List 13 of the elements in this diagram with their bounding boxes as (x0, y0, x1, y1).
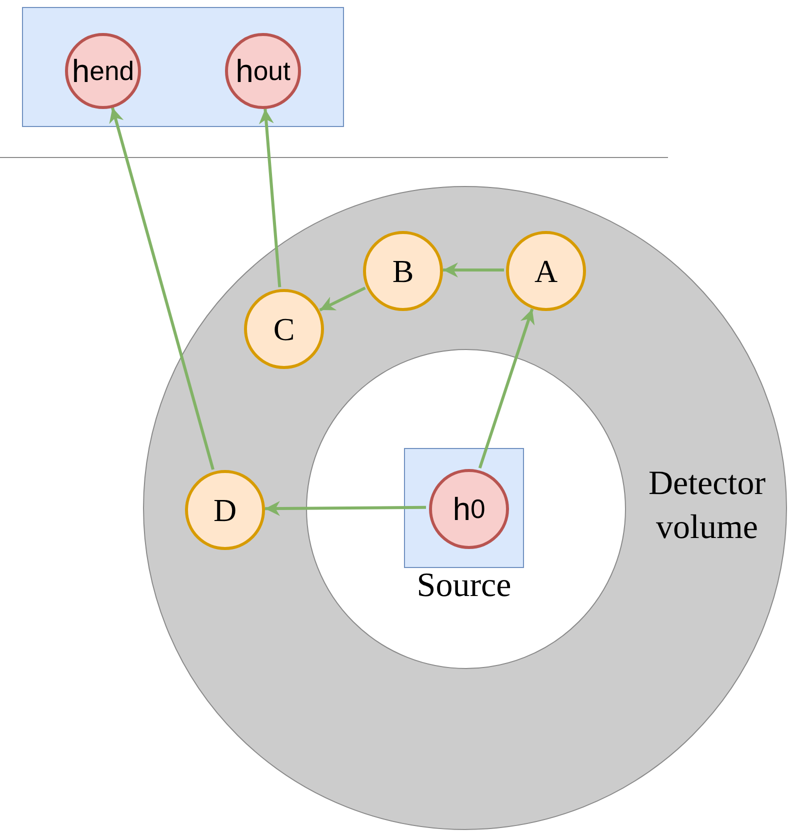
step-circle: B (363, 231, 443, 311)
arrow (443, 262, 504, 278)
detector-label: Detector volume (647, 464, 767, 548)
source-label: Source (416, 567, 512, 605)
arrow (258, 108, 282, 288)
step-circle: C (244, 289, 324, 369)
group-box (22, 7, 344, 127)
arrow (109, 107, 214, 470)
step-circle: A (506, 231, 586, 311)
arrow (264, 501, 426, 516)
arrow (478, 308, 535, 469)
step-circle: D (185, 470, 265, 550)
arrow (319, 286, 366, 312)
